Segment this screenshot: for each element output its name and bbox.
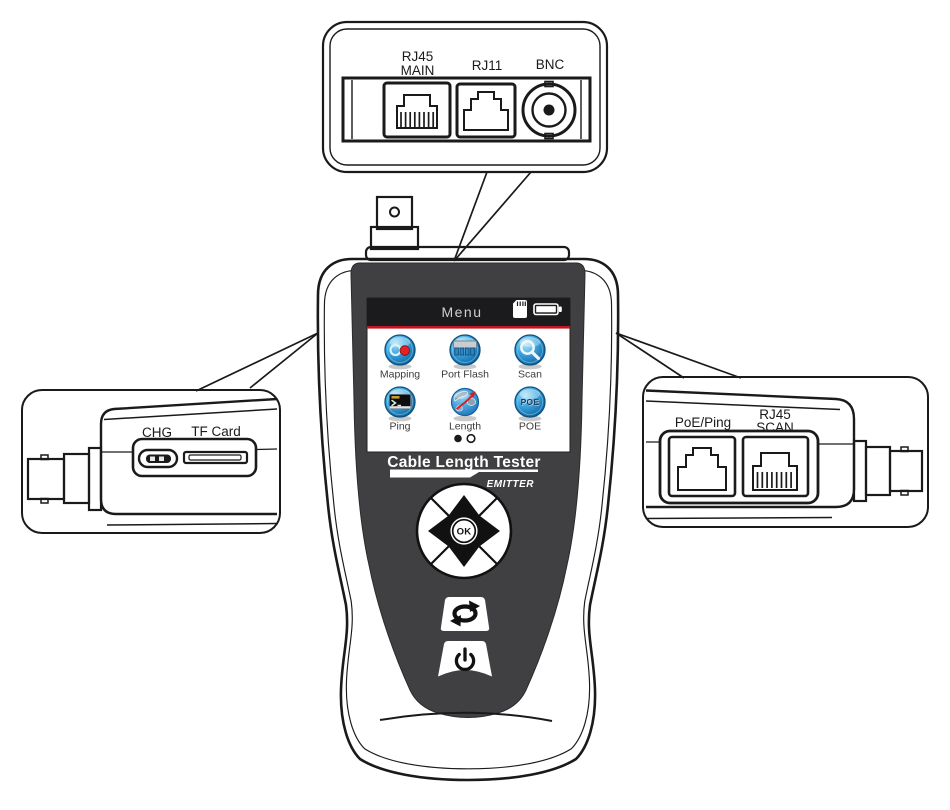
- poe-icon-text: POE: [521, 397, 540, 407]
- bnc-connector-right: [852, 439, 924, 503]
- header-accent-line: [367, 326, 570, 329]
- dpad-left-button[interactable]: [428, 513, 452, 549]
- tf-card-label: TF Card: [191, 424, 241, 439]
- menu-icon-port-flash[interactable]: Port Flash: [441, 334, 489, 381]
- dpad-down-button[interactable]: [446, 543, 482, 567]
- battery-icon: [533, 303, 562, 316]
- mapping-label: Mapping: [380, 369, 420, 381]
- screen-header-bar: [367, 298, 570, 326]
- tester-device: Menu Map: [316, 195, 620, 782]
- tf-card-slot: [182, 450, 249, 465]
- lcd-screen: Menu Map: [366, 297, 571, 453]
- length-label: Length: [449, 421, 481, 433]
- ok-button[interactable]: OK: [447, 514, 481, 548]
- menu-icon-scan[interactable]: Scan: [514, 334, 546, 381]
- brand-underline-swoosh: [390, 469, 538, 478]
- brand-subtitle: EMITTER: [487, 479, 535, 490]
- rj45-scan-label-line2: SCAN: [756, 420, 794, 435]
- poe-ping-port: [667, 435, 737, 498]
- rj45-main-label-line1: RJ45: [402, 49, 434, 64]
- callout-top-panel: RJ45 MAIN RJ11 BNC: [321, 20, 609, 174]
- power-icon: [454, 647, 476, 672]
- sd-card-icon: [513, 300, 527, 318]
- poe-label: POE: [519, 421, 541, 433]
- rj11-port: [455, 82, 517, 139]
- menu-icon-mapping[interactable]: Mapping: [380, 334, 420, 381]
- ping-label: Ping: [389, 421, 410, 433]
- bottom-grip-seam: [379, 711, 553, 722]
- dpad-right-button[interactable]: [476, 513, 500, 549]
- page-indicator: [454, 433, 476, 444]
- device-shell-inner-line: [323, 269, 613, 770]
- callout-left-side: CHG TF Card: [21, 389, 281, 534]
- menu-icon-poe[interactable]: POE POE POE: [514, 386, 546, 433]
- rj45-scan-label-line1: RJ45: [759, 407, 791, 422]
- device-branding: Cable Length Tester EMITTER: [387, 454, 541, 490]
- chg-label: CHG: [142, 425, 172, 440]
- menu-icon-length[interactable]: Length: [449, 387, 481, 433]
- page-dot-inactive: [466, 433, 476, 444]
- screen-title: Menu: [441, 304, 482, 320]
- loop-icon: [450, 600, 480, 627]
- top-port-band: [341, 76, 592, 143]
- rj45-scan-port: [741, 435, 810, 498]
- power-button[interactable]: [438, 641, 492, 677]
- brand-title: Cable Length Tester: [387, 454, 541, 471]
- port-flash-label: Port Flash: [441, 369, 489, 381]
- rj45-scan-pins: [756, 472, 792, 488]
- chg-port: [137, 448, 179, 469]
- dpad-up-button[interactable]: [446, 495, 482, 519]
- rj45-main-label-line2: MAIN: [401, 63, 435, 78]
- bnc-label: BNC: [536, 57, 565, 72]
- loop-button[interactable]: [440, 597, 490, 631]
- bnc-connector-left: [26, 446, 103, 512]
- page-dot-active: [454, 434, 462, 443]
- menu-icon-ping[interactable]: Ping: [384, 386, 416, 433]
- scan-label: Scan: [518, 369, 542, 381]
- poe-ping-label: PoE/Ping: [675, 415, 731, 430]
- dpad: OK: [415, 482, 513, 580]
- rj45-main-port: [382, 81, 452, 139]
- top-plug-connector: [364, 195, 571, 262]
- rj11-label: RJ11: [472, 58, 503, 73]
- rj45-main-pins: [400, 112, 435, 127]
- device-shell: [316, 257, 620, 782]
- callout-right-side: PoE/Ping RJ45 SCAN: [642, 376, 929, 528]
- ok-button-label: OK: [457, 527, 472, 538]
- bnc-port-top: [521, 80, 577, 140]
- poe-icon-text-highlight: POE: [521, 398, 540, 408]
